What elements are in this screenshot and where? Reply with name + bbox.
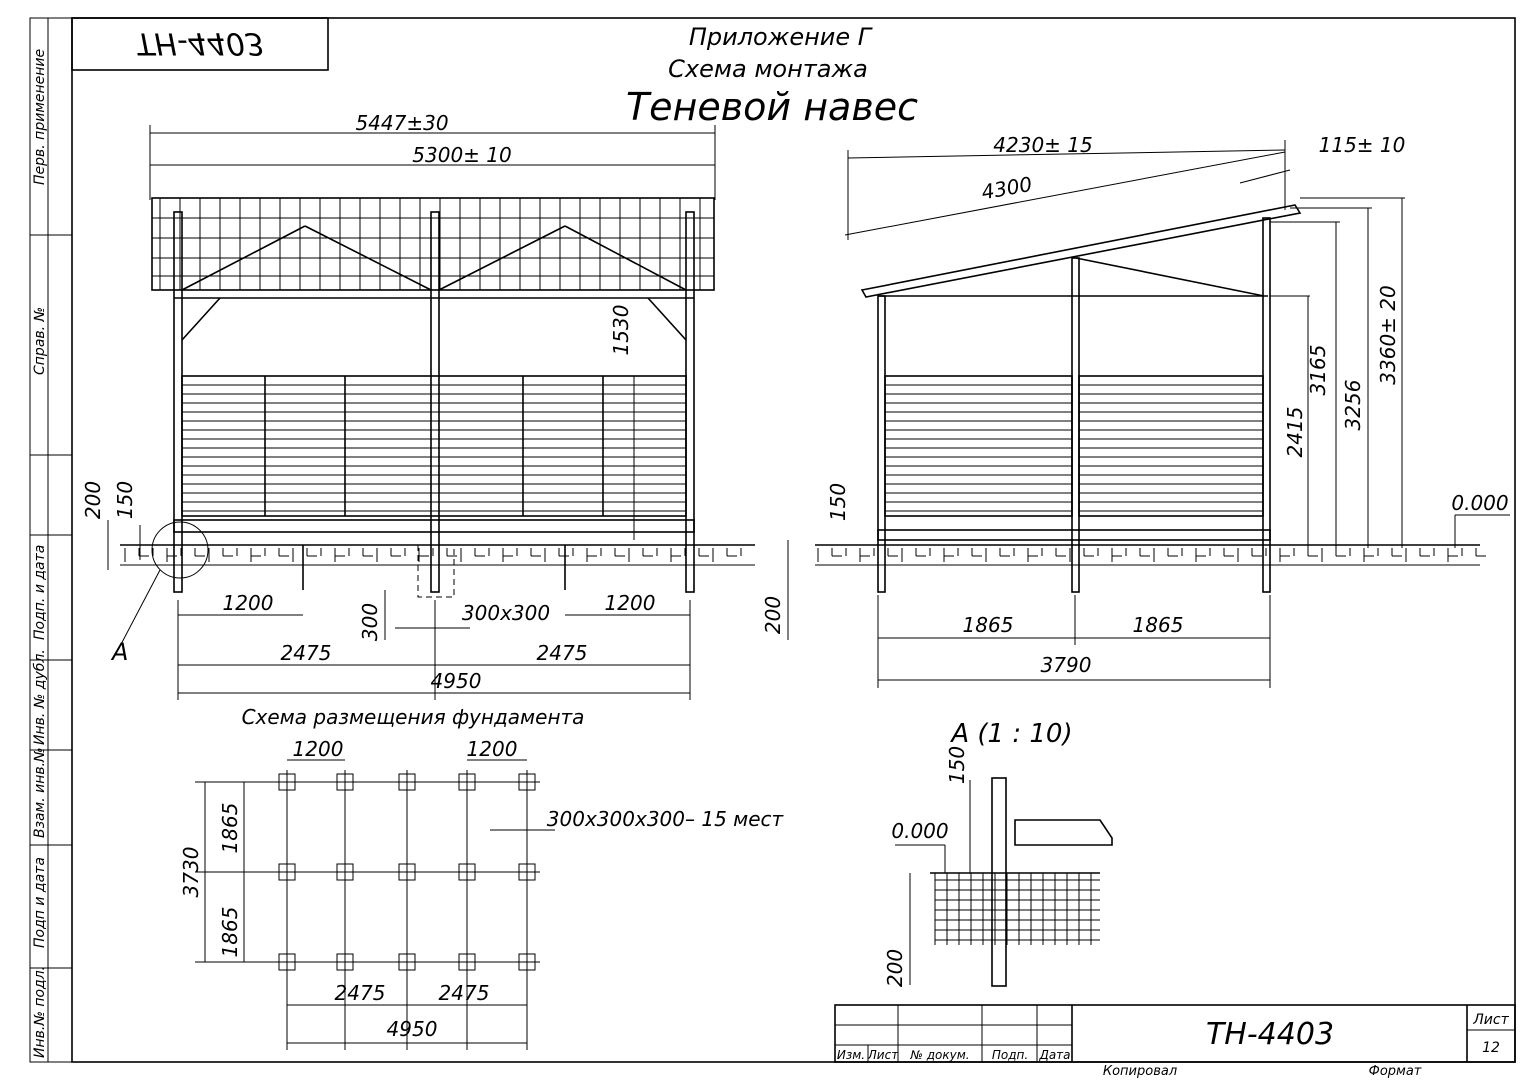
fdim-2475-left: 2475 xyxy=(335,981,386,1005)
detail-dim-150: 150 xyxy=(945,746,969,784)
dim-4230: 4230± 15 xyxy=(993,133,1092,157)
dim-1865-right: 1865 xyxy=(1133,613,1184,637)
dim-overall-width: 5447±30 xyxy=(355,111,448,135)
tb-data: Дата xyxy=(1038,1048,1070,1062)
tb-podp: Подп. xyxy=(992,1048,1028,1062)
side-stamp-labels: Перв. применение Справ. № Подп. и дата И… xyxy=(32,49,48,1058)
dim-4950: 4950 xyxy=(431,669,482,693)
dim-1865-left: 1865 xyxy=(963,613,1014,637)
mirrored-doc-code: ТН-4403 xyxy=(136,26,264,61)
fdim-4950: 4950 xyxy=(387,1017,438,1041)
tb-dokum: № докум. xyxy=(909,1048,969,1062)
tb-list: Лист xyxy=(867,1048,899,1062)
foundation-plan: Схема размещения фундамента 1200 1200 37… xyxy=(179,705,785,1050)
drawing-subtitle: Схема монтажа xyxy=(668,55,868,83)
dim-2475-right: 2475 xyxy=(537,641,588,665)
dim-300x300: 300х300 xyxy=(462,601,550,625)
side-view: 4230± 15 115± 10 4300 xyxy=(761,133,1510,688)
fdim-2475-right: 2475 xyxy=(439,981,490,1005)
stamp-label: Инв. № дубл. xyxy=(32,649,48,745)
dim-width: 5300± 10 xyxy=(412,143,511,167)
foundation-title: Схема размещения фундамента xyxy=(242,705,585,729)
mirrored-code-box xyxy=(71,17,329,71)
tb-code: ТН-4403 xyxy=(1206,1017,1334,1052)
level-mark: 0.000 xyxy=(1451,491,1508,515)
dim-300: 300 xyxy=(358,603,382,641)
footing-note: 300х300х300– 15 мест xyxy=(547,807,785,831)
fdim-1200-left: 1200 xyxy=(293,737,344,761)
fdim-1200-right: 1200 xyxy=(467,737,518,761)
dim-150-side: 150 xyxy=(826,483,850,521)
dim-3165: 3165 xyxy=(1306,345,1330,396)
dim-3790: 3790 xyxy=(1041,653,1092,677)
dim-1200-right: 1200 xyxy=(605,591,656,615)
dim-2415: 2415 xyxy=(1283,407,1307,458)
stamp-label: Подп и дата xyxy=(32,857,48,948)
dim-115: 115± 10 xyxy=(1319,133,1406,157)
tb-izm: Изм. xyxy=(837,1048,865,1062)
tb-sheet-no: 12 xyxy=(1482,1040,1500,1056)
dim-200-side: 200 xyxy=(761,596,785,634)
appendix-label: Приложение Г xyxy=(689,23,873,51)
dim-150: 150 xyxy=(113,481,137,519)
stamp-label: Инв.№ подл. xyxy=(32,966,48,1058)
stamp-label: Взам. инв.№ xyxy=(32,747,48,838)
fdim-1865-bottom: 1865 xyxy=(218,907,242,958)
dim-panel-height: 1530 xyxy=(609,305,633,356)
stamp-label: Подп. и дата xyxy=(32,545,48,640)
dim-4300: 4300 xyxy=(980,172,1034,204)
front-view: 5447±30 5300± 10 xyxy=(81,111,755,700)
dim-3360: 3360± 20 xyxy=(1376,285,1400,384)
stamp-label: Справ. № xyxy=(32,307,48,375)
title-block: Изм. Лист № докум. Подп. Дата ТН-4403 Ли… xyxy=(834,1004,1516,1079)
dim-3256: 3256 xyxy=(1341,380,1365,431)
callout-a: А xyxy=(110,638,128,666)
dim-2475-left: 2475 xyxy=(281,641,332,665)
detail-level: 0.000 xyxy=(891,819,948,843)
dim-200: 200 xyxy=(81,481,105,519)
tb-format: Формат xyxy=(1369,1064,1422,1079)
tb-copied: Копировал xyxy=(1103,1064,1177,1079)
detail-dim-200: 200 xyxy=(883,949,907,987)
detail-title: А (1 : 10) xyxy=(949,719,1072,749)
side-stamp-frame xyxy=(29,17,73,1063)
tb-sheet-label: Лист xyxy=(1472,1012,1509,1028)
detail-a: А (1 : 10) 150 0.000 200 xyxy=(883,719,1113,987)
sheet-frame xyxy=(71,17,1516,1063)
fdim-1865-top: 1865 xyxy=(218,803,242,854)
fdim-3730: 3730 xyxy=(179,847,203,898)
dim-1200-left: 1200 xyxy=(223,591,274,615)
drawing-title: Теневой навес xyxy=(626,85,918,129)
stamp-label: Перв. применение xyxy=(32,49,48,185)
